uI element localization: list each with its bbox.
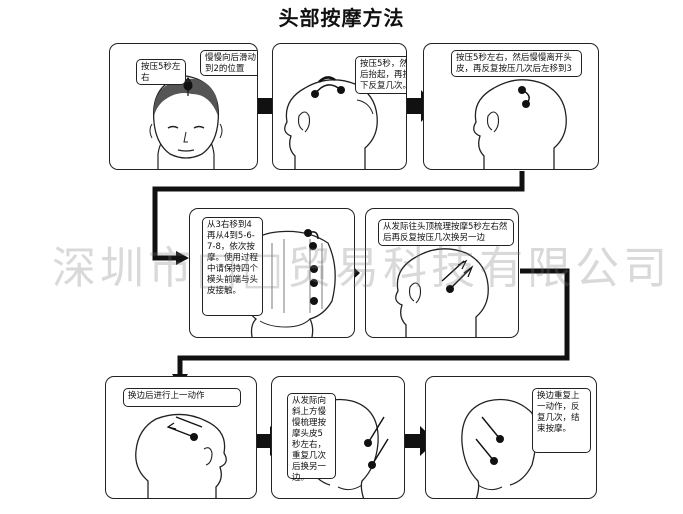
step-5-panel: 从发际往头顶梳理按摩5秒左右然后再反复按压几次换另一边 xyxy=(365,208,519,338)
step-1-bubble-b: 慢慢向后滑动到2的位置 xyxy=(200,50,258,76)
arrow-head-icon xyxy=(176,251,189,265)
step-8-bubble: 换边重复上一动作，反复几次，结束按摩。 xyxy=(532,388,591,453)
step-6-bubble: 换边后进行上一动作 xyxy=(123,388,241,407)
step-8-panel: 换边重复上一动作，反复几次，结束按摩。 xyxy=(425,376,597,499)
step-6-panel: 换边后进行上一动作 xyxy=(105,376,257,499)
step-5-bubble: 从发际往头顶梳理按摩5秒左右然后再反复按压几次换另一边 xyxy=(378,219,514,246)
step-4-panel: 从3右移到4再从4到5-6-7-8，依次按摩。使用过程中请保持四个模头前端与头皮… xyxy=(189,208,355,338)
step-3-bubble: 按压5秒左右，然后慢慢离开头皮，再反复按压几次后左移到3 xyxy=(451,50,582,77)
marker-8 xyxy=(310,297,318,305)
step-1-bubble-a: 按压5秒左右 xyxy=(136,59,186,85)
step-4-bubble: 从3右移到4再从4到5-6-7-8，依次按摩。使用过程中请保持四个模头前端与头皮… xyxy=(202,217,263,316)
step-3-panel: 按压5秒左右，然后慢慢离开头皮，再反复按压几次后左移到3 xyxy=(423,43,599,170)
step-2-bubble: 按压5秒，然后抬起，再按下反复几次。 xyxy=(355,56,407,94)
step-1-panel: 按压5秒左右 慢慢向后滑动到2的位置 xyxy=(109,43,258,170)
marker-7 xyxy=(310,279,318,287)
step-7-bubble: 从发际向斜上方慢慢梳理按摩头皮5秒左右，重复几次后换另一边。 xyxy=(287,393,336,479)
step-2-panel: 按压5秒，然后抬起，再按下反复几次。 xyxy=(272,43,407,170)
marker-5 xyxy=(309,242,317,250)
step-7-panel: 从发际向斜上方慢慢梳理按摩头皮5秒左右，重复几次后换另一边。 xyxy=(271,376,405,499)
marker-6 xyxy=(310,265,318,273)
